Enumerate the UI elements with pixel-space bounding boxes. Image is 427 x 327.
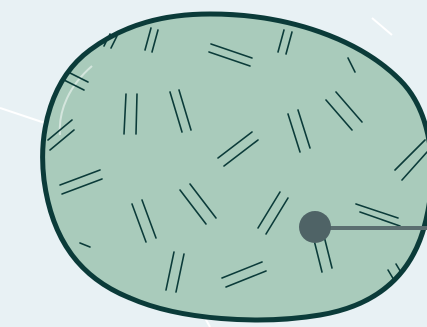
pointer-dot[interactable]: [299, 211, 331, 243]
background-highlight-left: [0, 108, 48, 124]
blob-shape: [43, 14, 427, 320]
background-highlight-top-right: [372, 18, 392, 35]
